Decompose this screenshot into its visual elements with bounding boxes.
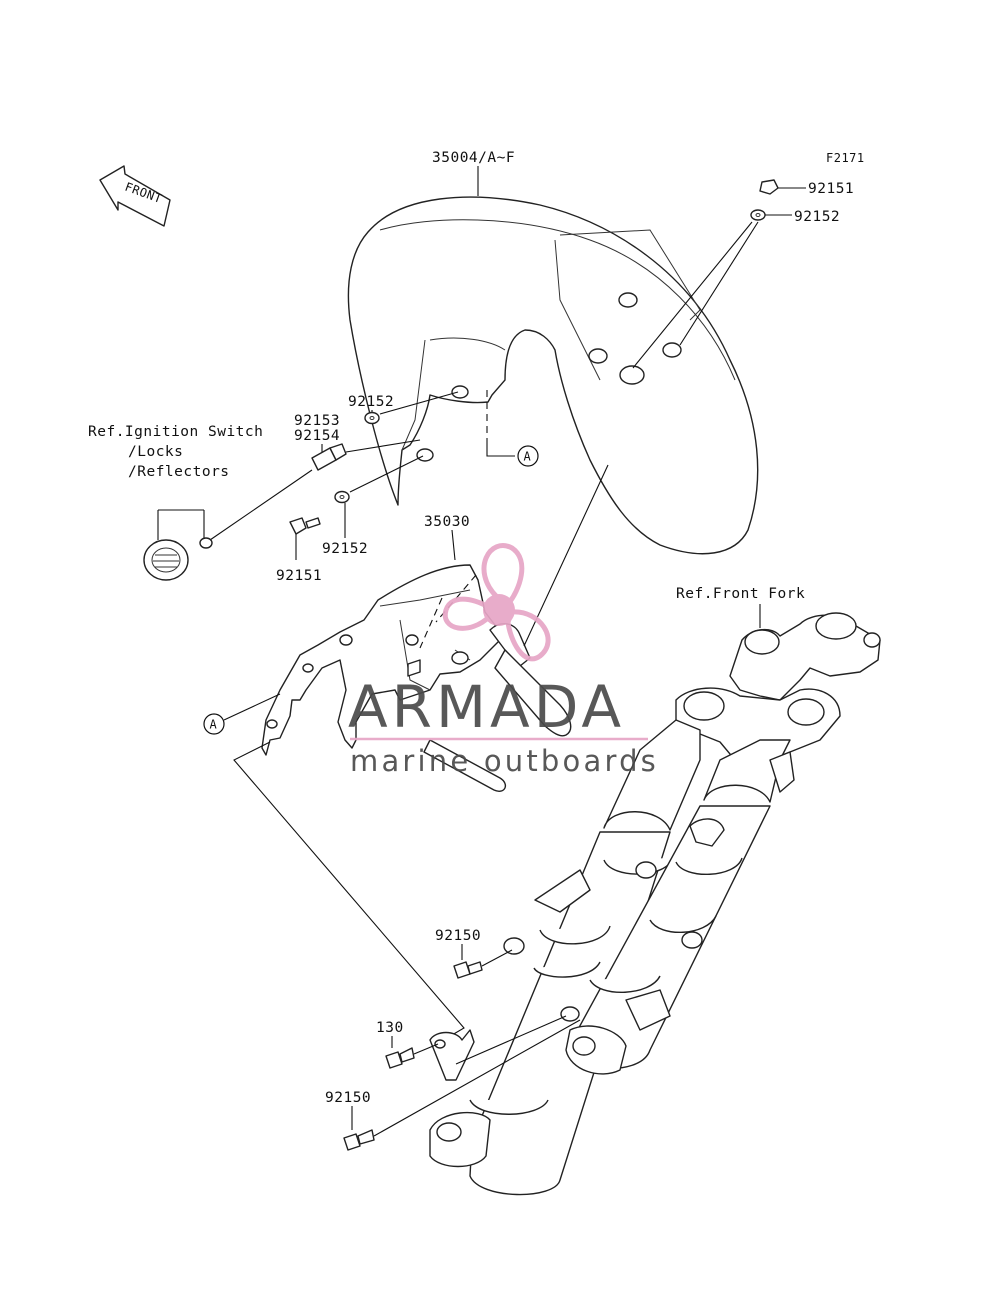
ref-reflectors: /Reflectors	[128, 464, 230, 480]
armada-watermark: ARMADA marine outboards	[348, 543, 659, 778]
fender-part-number: 35004/A~F	[432, 150, 515, 166]
bolt-130	[385, 1047, 415, 1069]
bolt-mid-part-number: 92151	[276, 568, 322, 584]
washer-92152-mid2	[334, 490, 350, 504]
washer-92152-mid1	[364, 411, 380, 425]
spacer-92153	[311, 443, 347, 471]
bolt-92151-mid	[289, 517, 321, 535]
bracket-part-number: 35030	[424, 514, 470, 530]
diagram-code: F2171	[826, 151, 865, 165]
washer-mid1-part-number: 92152	[348, 394, 394, 410]
reflector-icon	[143, 539, 189, 581]
washer-92152-top	[750, 209, 766, 221]
nut-reflector	[199, 537, 213, 549]
propeller-logo-icon	[442, 543, 551, 662]
front-arrow-icon: FRONT	[99, 165, 171, 227]
ref-front-fork: Ref.Front Fork	[676, 586, 805, 602]
bolt-130-part-number: 130	[376, 1020, 404, 1036]
washer-top-part-number: 92152	[794, 209, 840, 225]
hose-guide-clip	[429, 1029, 475, 1081]
ref-ignition-switch: Ref.Ignition Switch	[88, 424, 263, 440]
front-fender	[347, 196, 759, 555]
front-fork-assembly	[429, 612, 881, 1196]
bolt-92150-upper	[453, 961, 483, 979]
watermark-tagline: marine outboards	[350, 744, 659, 778]
bolt-fork2-part-number: 92150	[325, 1090, 371, 1106]
bolt-92151-top	[759, 179, 779, 195]
spacer-a-part-number: 92153	[294, 413, 340, 429]
washer-mid2-part-number: 92152	[322, 541, 368, 557]
marker-a-fender-label: A	[524, 450, 532, 464]
bolt-fork1-part-number: 92150	[435, 928, 481, 944]
watermark-brand: ARMADA	[348, 673, 625, 741]
marker-a-fender: A	[517, 445, 539, 467]
spacer-b-part-number: 92154	[294, 428, 340, 444]
bolt-top-part-number: 92151	[808, 181, 854, 197]
ref-locks: /Locks	[128, 444, 183, 460]
bolt-92150-lower	[343, 1129, 375, 1151]
fender-bracket	[261, 564, 501, 756]
marker-a-bracket: A	[203, 713, 225, 735]
marker-a-bracket-label: A	[210, 718, 218, 732]
